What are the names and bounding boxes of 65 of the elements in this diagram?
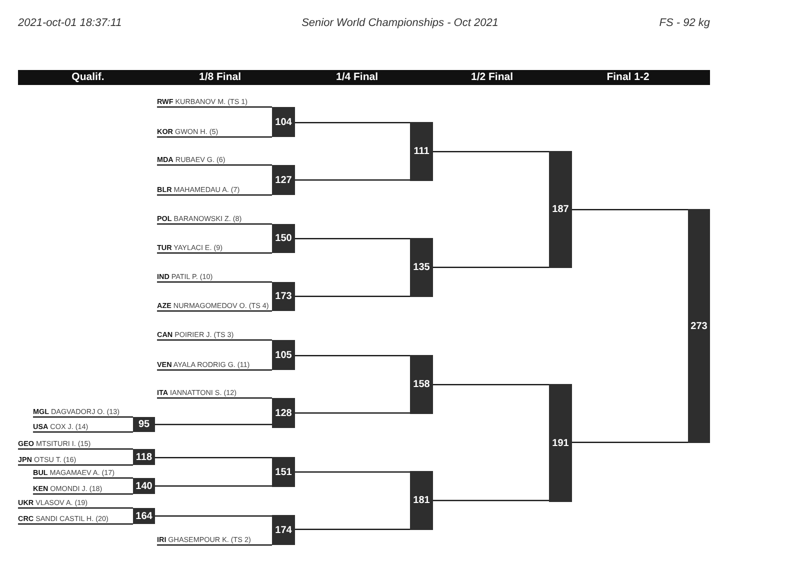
match-number-bar: 140 [133, 478, 155, 494]
bracket-line [157, 164, 272, 166]
bracket-line [157, 369, 272, 371]
bracket-line [295, 179, 410, 181]
bracket-line [155, 456, 272, 458]
bracket-line [18, 464, 133, 466]
weight-class: FS - 92 kg [659, 17, 710, 29]
bracket-line [572, 442, 688, 444]
match-number-bar: 150 [272, 224, 295, 253]
bracket-line [157, 310, 272, 312]
match-number-bar: 151 [272, 457, 295, 487]
bracket-line [295, 471, 410, 473]
bracket-line [572, 208, 688, 210]
timestamp: 2021-oct-01 18:37:11 [18, 17, 122, 29]
bracket-line [155, 515, 272, 517]
match-number-bar: 174 [272, 515, 295, 545]
bracket-line [33, 431, 133, 433]
bracket-line [157, 106, 272, 108]
bracket-line [433, 150, 549, 152]
match-number-bar: 104 [272, 107, 295, 137]
match-number-bar: 111 [410, 122, 433, 181]
bracket-line [33, 477, 133, 479]
bracket-line [433, 500, 549, 502]
column-header: Final 1-2 [606, 70, 650, 85]
bracket-line [433, 266, 549, 268]
match-number-bar: 158 [410, 355, 433, 414]
bracket-line [155, 485, 272, 487]
match-number-bar: 95 [133, 417, 155, 432]
match-number-bar: 105 [272, 340, 295, 370]
bracket-line [33, 416, 133, 418]
bracket-line [157, 194, 272, 196]
match-number-bar: 191 [549, 384, 572, 502]
bracket-line [295, 528, 410, 530]
match-number-bar: 173 [272, 282, 295, 311]
bracket-line [157, 544, 272, 546]
bracket-line [157, 223, 272, 225]
bracket-line [18, 523, 133, 525]
column-header: 1/8 Final [199, 70, 241, 85]
bracket-line [295, 412, 410, 414]
column-header: 1/4 Final [336, 70, 378, 85]
bracket-line [295, 238, 410, 240]
match-number-bar: 164 [133, 508, 155, 524]
match-number-bar: 127 [272, 165, 295, 195]
bracket-line [433, 384, 549, 386]
column-header: 1/2 Final [471, 70, 513, 85]
bracket-line [157, 339, 272, 341]
bracket-line [157, 136, 272, 138]
bracket-line [157, 252, 272, 254]
bracket-line [33, 493, 133, 495]
bracket-line [295, 354, 410, 356]
bracket-line [18, 507, 133, 509]
bracket-line [157, 397, 272, 399]
bracket-line [295, 122, 410, 124]
bracket-line [295, 296, 410, 298]
bracket-line [157, 281, 272, 283]
bracket-line [18, 448, 133, 450]
match-number-bar: 135 [410, 238, 433, 297]
bracket-line [155, 424, 272, 426]
match-number-bar: 181 [410, 471, 433, 530]
page-title: Senior World Championships - Oct 2021 [302, 17, 498, 29]
column-header: Qualif. [72, 70, 104, 85]
match-number-bar: 273 [688, 209, 710, 443]
match-number-bar: 187 [549, 151, 572, 268]
match-number-bar: 118 [133, 449, 155, 465]
match-number-bar: 128 [272, 398, 295, 428]
